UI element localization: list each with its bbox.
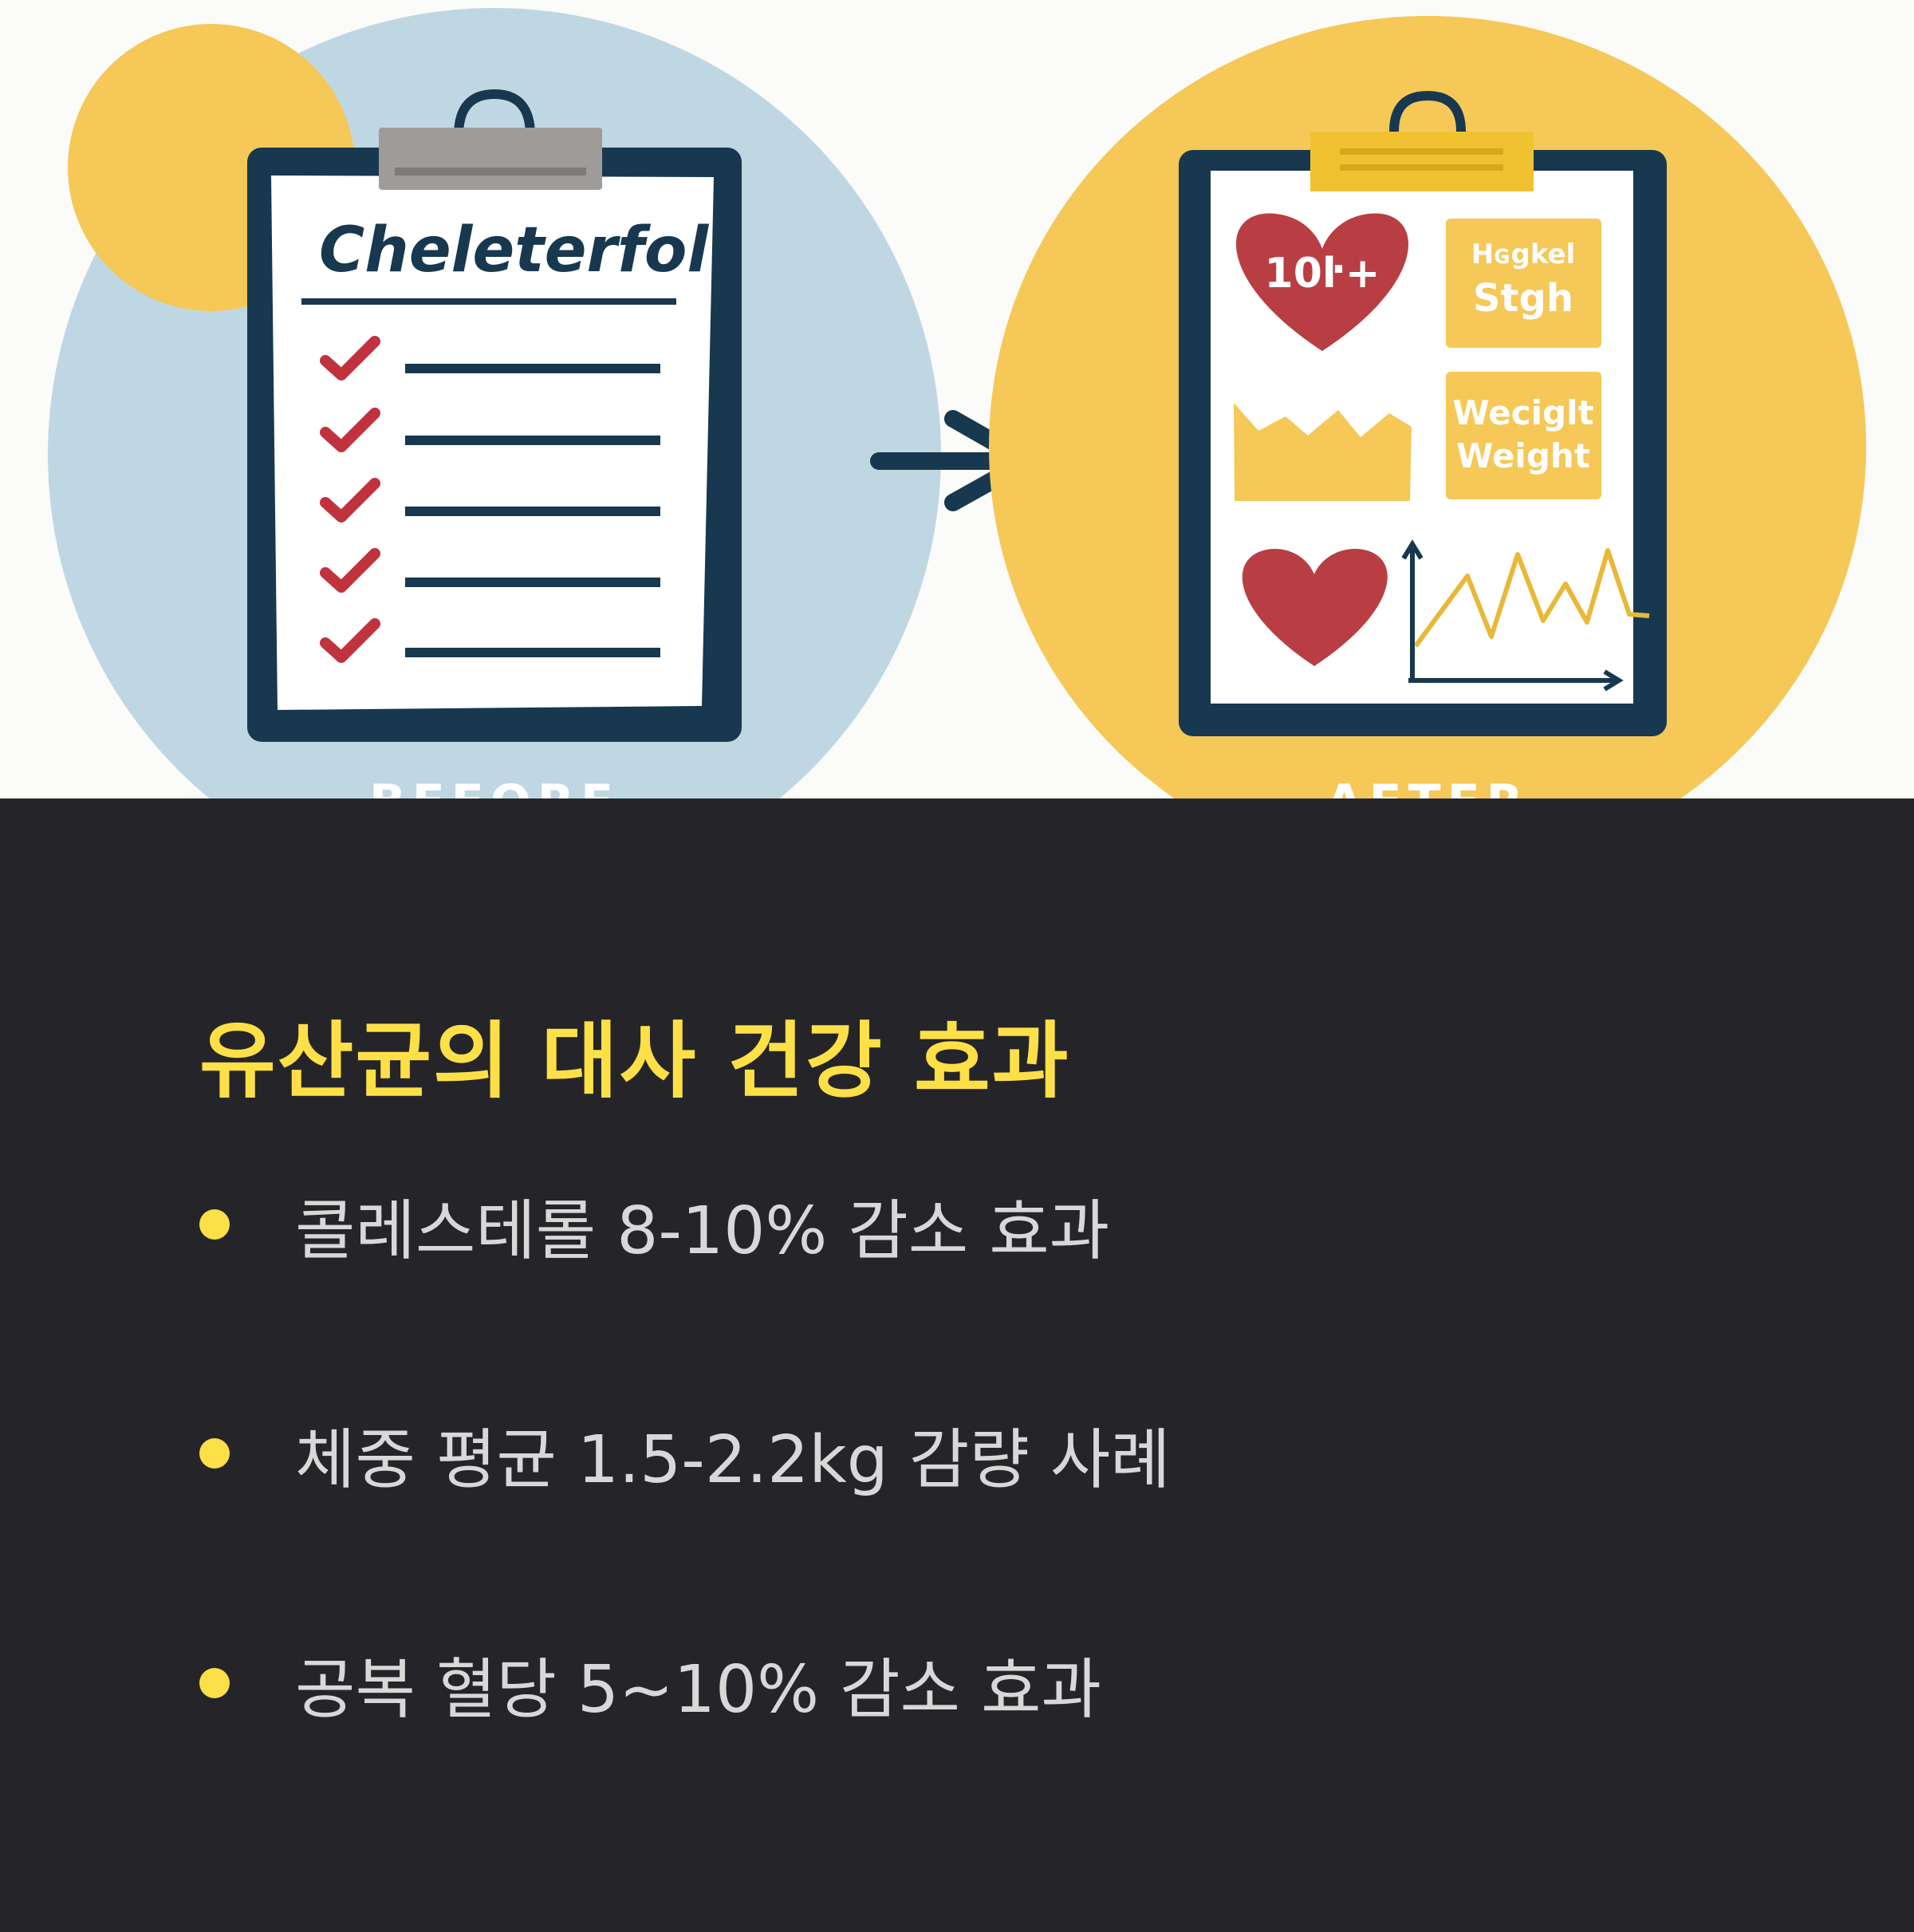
heart-icon [1242,549,1388,666]
metric-card-line2: Stgh [1473,276,1573,321]
heart-icon [1235,213,1409,351]
check-icon [320,336,380,380]
after-caption: AFTER [1325,775,1530,798]
check-icon [320,618,380,663]
list-item-text: 콜레스테롤 8-10% 감소 효과 [295,1193,1110,1269]
crown-chart-shape [1234,403,1412,501]
metric-card-line1: Hɢgkel [1471,239,1576,270]
bullet-dot-icon [199,1438,230,1469]
checklist-item [320,336,660,380]
before-clipboard: Cheleterfol [247,89,742,742]
line-graph-icon [1401,539,1650,692]
before-caption: BEFORE [369,775,620,798]
checklist-item [320,408,660,452]
check-icon [320,548,380,593]
list-item-text: 공복 혈당 5~10% 감소 효과 [295,1651,1101,1728]
checklist-item [320,618,660,663]
before-clipboard-heading: Cheleterfol [319,215,709,286]
checklist-item [320,478,660,522]
before-after-illustration: Cheleterfol [0,0,1914,798]
list-item: 체중 평균 1.5-2.2kg 감량 사례 [199,1414,1171,1498]
check-icon [320,408,380,452]
check-icon [320,478,380,522]
metric-card [1446,219,1601,348]
bullet-dot-icon [199,1209,230,1240]
content-panel [0,798,1914,1932]
weight-card-line1: Weciglt [1452,393,1593,432]
list-item-text: 체중 평균 1.5-2.2kg 감량 사례 [295,1421,1171,1498]
heart-badge-value: 10ŀ+ [1265,250,1380,298]
weight-card-line2: Weight [1456,436,1590,475]
checklist [320,336,660,663]
section-title: 유산균의 대사 건강 효과 [199,1012,1070,1110]
bullet-dot-icon [199,1668,230,1698]
checklist-item [320,548,660,593]
after-clipboard: 10ŀ+ Hɢgkel Stgh Weciglt Weight [1179,90,1667,736]
list-item: 콜레스테롤 8-10% 감소 효과 [199,1185,1109,1269]
illustration-svg: Cheleterfol [48,8,1866,798]
weight-card [1446,372,1601,499]
list-item: 공복 혈당 5~10% 감소 효과 [199,1643,1101,1728]
